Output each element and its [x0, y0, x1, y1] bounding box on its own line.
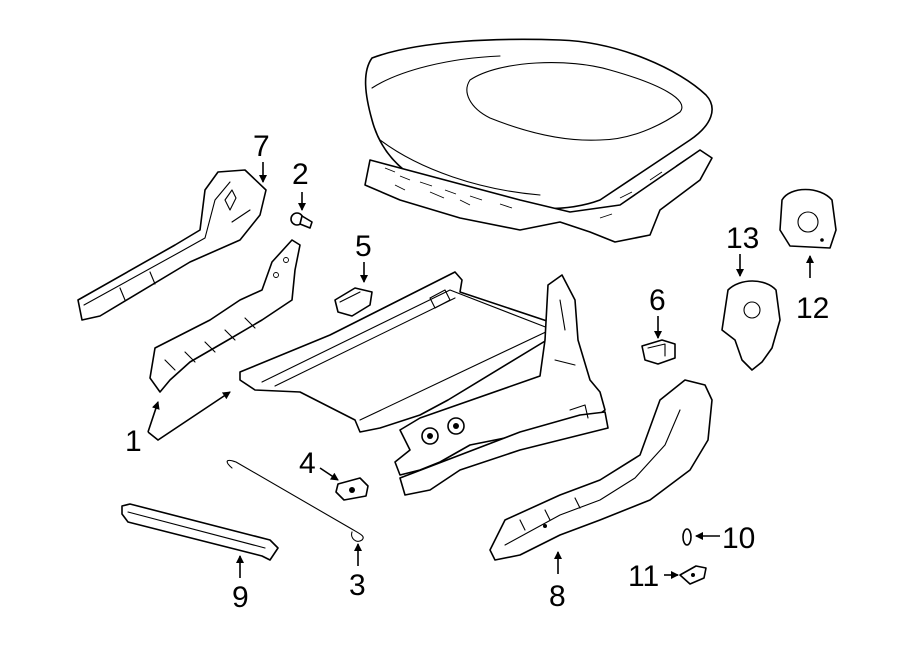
seat-cushion: [364, 38, 713, 243]
clip-4: [335, 477, 369, 501]
callout-1: 1: [125, 425, 142, 458]
callout-12: 12: [796, 292, 829, 325]
cover-13: [721, 280, 781, 371]
clip-6: [641, 339, 676, 365]
clip-5: [334, 287, 373, 317]
callout-8: 8: [549, 580, 566, 613]
callout-6: 6: [649, 284, 666, 317]
clip-11: [679, 565, 707, 585]
leader-lines: [147, 162, 814, 579]
callout-3: 3: [349, 569, 366, 602]
callout-10: 10: [722, 522, 755, 555]
outer-shield-8: [489, 379, 713, 561]
callout-5: 5: [355, 230, 372, 263]
callout-4: 4: [299, 447, 316, 480]
seat-track-bracket-1: [149, 239, 301, 393]
bolt-2: [290, 212, 313, 229]
callout-2: 2: [292, 158, 309, 191]
callout-7: 7: [253, 130, 270, 163]
callout-labels: 1 2 3 4 5 6 7 8 9 10 11 12 13: [125, 130, 829, 614]
seat-adjuster-frame: [239, 271, 609, 496]
cable-3: [226, 459, 364, 542]
cover-12: [779, 188, 837, 249]
trim-strip-9: [121, 503, 279, 561]
pin-10: [682, 528, 692, 546]
callout-11: 11: [628, 560, 659, 593]
outer-trim-panel-7: [77, 169, 267, 321]
callout-13: 13: [726, 222, 759, 255]
callout-9: 9: [232, 581, 249, 614]
